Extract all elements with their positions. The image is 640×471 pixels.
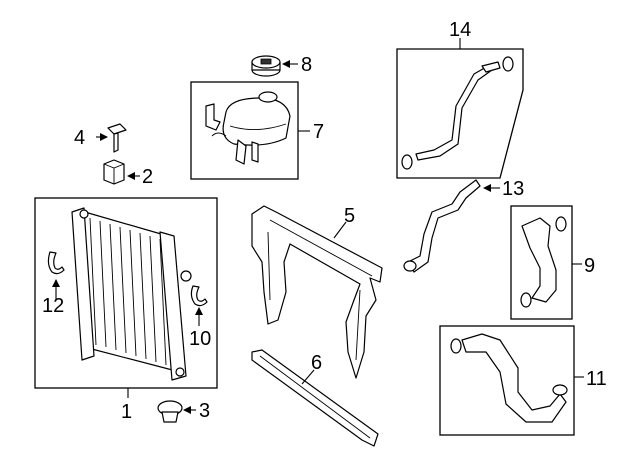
leader-6 bbox=[301, 369, 315, 385]
hose-clip-10-drawing bbox=[190, 285, 208, 307]
part-13: 13 bbox=[403, 178, 524, 273]
callout-5: 5 bbox=[344, 205, 355, 227]
callout-1: 1 bbox=[121, 401, 132, 423]
hose-9-group-box bbox=[510, 205, 573, 320]
radiator-drawing bbox=[71, 207, 192, 381]
hose-11-drawing bbox=[461, 333, 567, 423]
hose-13-drawing bbox=[407, 179, 481, 273]
part-5: 5 bbox=[251, 205, 383, 379]
part-3: 3 bbox=[157, 400, 210, 423]
callout-2: 2 bbox=[142, 166, 153, 188]
radiator-group-box bbox=[34, 197, 218, 389]
hose-11-group: 11 bbox=[439, 325, 607, 436]
radiator-support-5-drawing bbox=[251, 205, 383, 379]
callout-14: 14 bbox=[449, 19, 471, 41]
callout-11: 11 bbox=[586, 368, 607, 390]
callout-10: 10 bbox=[189, 328, 211, 350]
clip-4-drawing bbox=[107, 123, 127, 135]
callout-3: 3 bbox=[199, 400, 210, 422]
part-4: 4 bbox=[74, 123, 127, 153]
callout-7: 7 bbox=[313, 121, 324, 143]
part-8: 8 bbox=[251, 54, 312, 77]
hose-11-group-box bbox=[439, 325, 575, 436]
reservoir-7-drawing bbox=[222, 97, 291, 146]
hose-14-drawing bbox=[415, 65, 493, 161]
part-2: 2 bbox=[103, 159, 153, 188]
callout-4: 4 bbox=[74, 127, 85, 149]
hose-9-group: 9 bbox=[510, 205, 595, 320]
hose-9-drawing bbox=[521, 217, 557, 303]
radiator-group: 12 10 1 bbox=[34, 197, 218, 423]
part-6: 6 bbox=[251, 349, 379, 447]
callout-9: 9 bbox=[584, 255, 595, 277]
hose-clip-12-drawing bbox=[47, 251, 65, 275]
leader-5 bbox=[333, 221, 347, 239]
callout-13: 13 bbox=[502, 178, 524, 200]
hose-14-group-box bbox=[396, 48, 524, 179]
reservoir-group: 7 bbox=[190, 81, 324, 180]
callout-6: 6 bbox=[311, 352, 322, 374]
hose-14-group: 14 bbox=[396, 19, 524, 179]
callout-12: 12 bbox=[42, 295, 64, 317]
callout-8: 8 bbox=[301, 54, 312, 76]
